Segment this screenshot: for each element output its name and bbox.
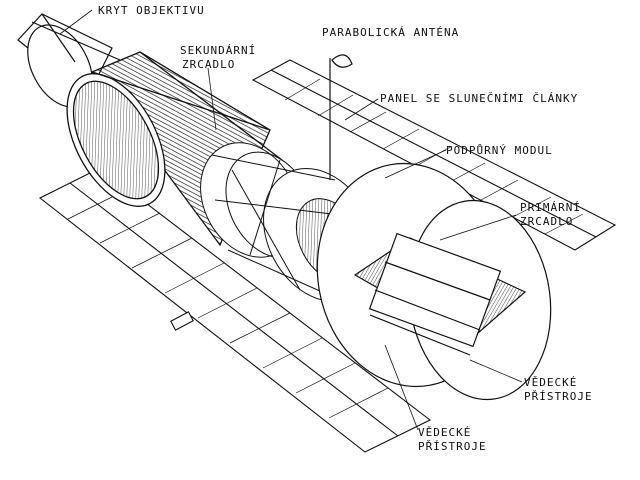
leader-lines	[59, 9, 523, 431]
label-podporny-modul: PODPŮRNÝ MODUL	[446, 144, 553, 157]
solar-panel-lower	[38, 167, 432, 453]
label-vedecke-a-2: PŘÍSTROJE	[524, 390, 593, 403]
label-vedecke-b-1: VĚDECKÉ	[418, 426, 472, 439]
label-primarni-1: PRIMÁRNÍ	[520, 201, 581, 214]
label-vedecke-a-1: VĚDECKÉ	[524, 376, 578, 389]
label-vedecke-b-2: PŘÍSTROJE	[418, 440, 487, 453]
label-panel: PANEL SE SLUNEČNÍMI ČLÁNKY	[380, 92, 579, 105]
support-module	[316, 162, 552, 401]
label-primarni-2: ZRCADLO	[520, 215, 574, 228]
telescope-tube	[66, 51, 283, 247]
label-kryt-objektivu: KRYT OBJEKTIVU	[98, 4, 205, 17]
parabolic-antenna	[329, 54, 353, 180]
label-sekundarni-2: ZRCADLO	[182, 58, 236, 71]
label-sekundarni-1: SEKUNDÁRNÍ	[180, 44, 257, 57]
label-parabolicka-antena: PARABOLICKÁ ANTÉNA	[322, 26, 460, 39]
